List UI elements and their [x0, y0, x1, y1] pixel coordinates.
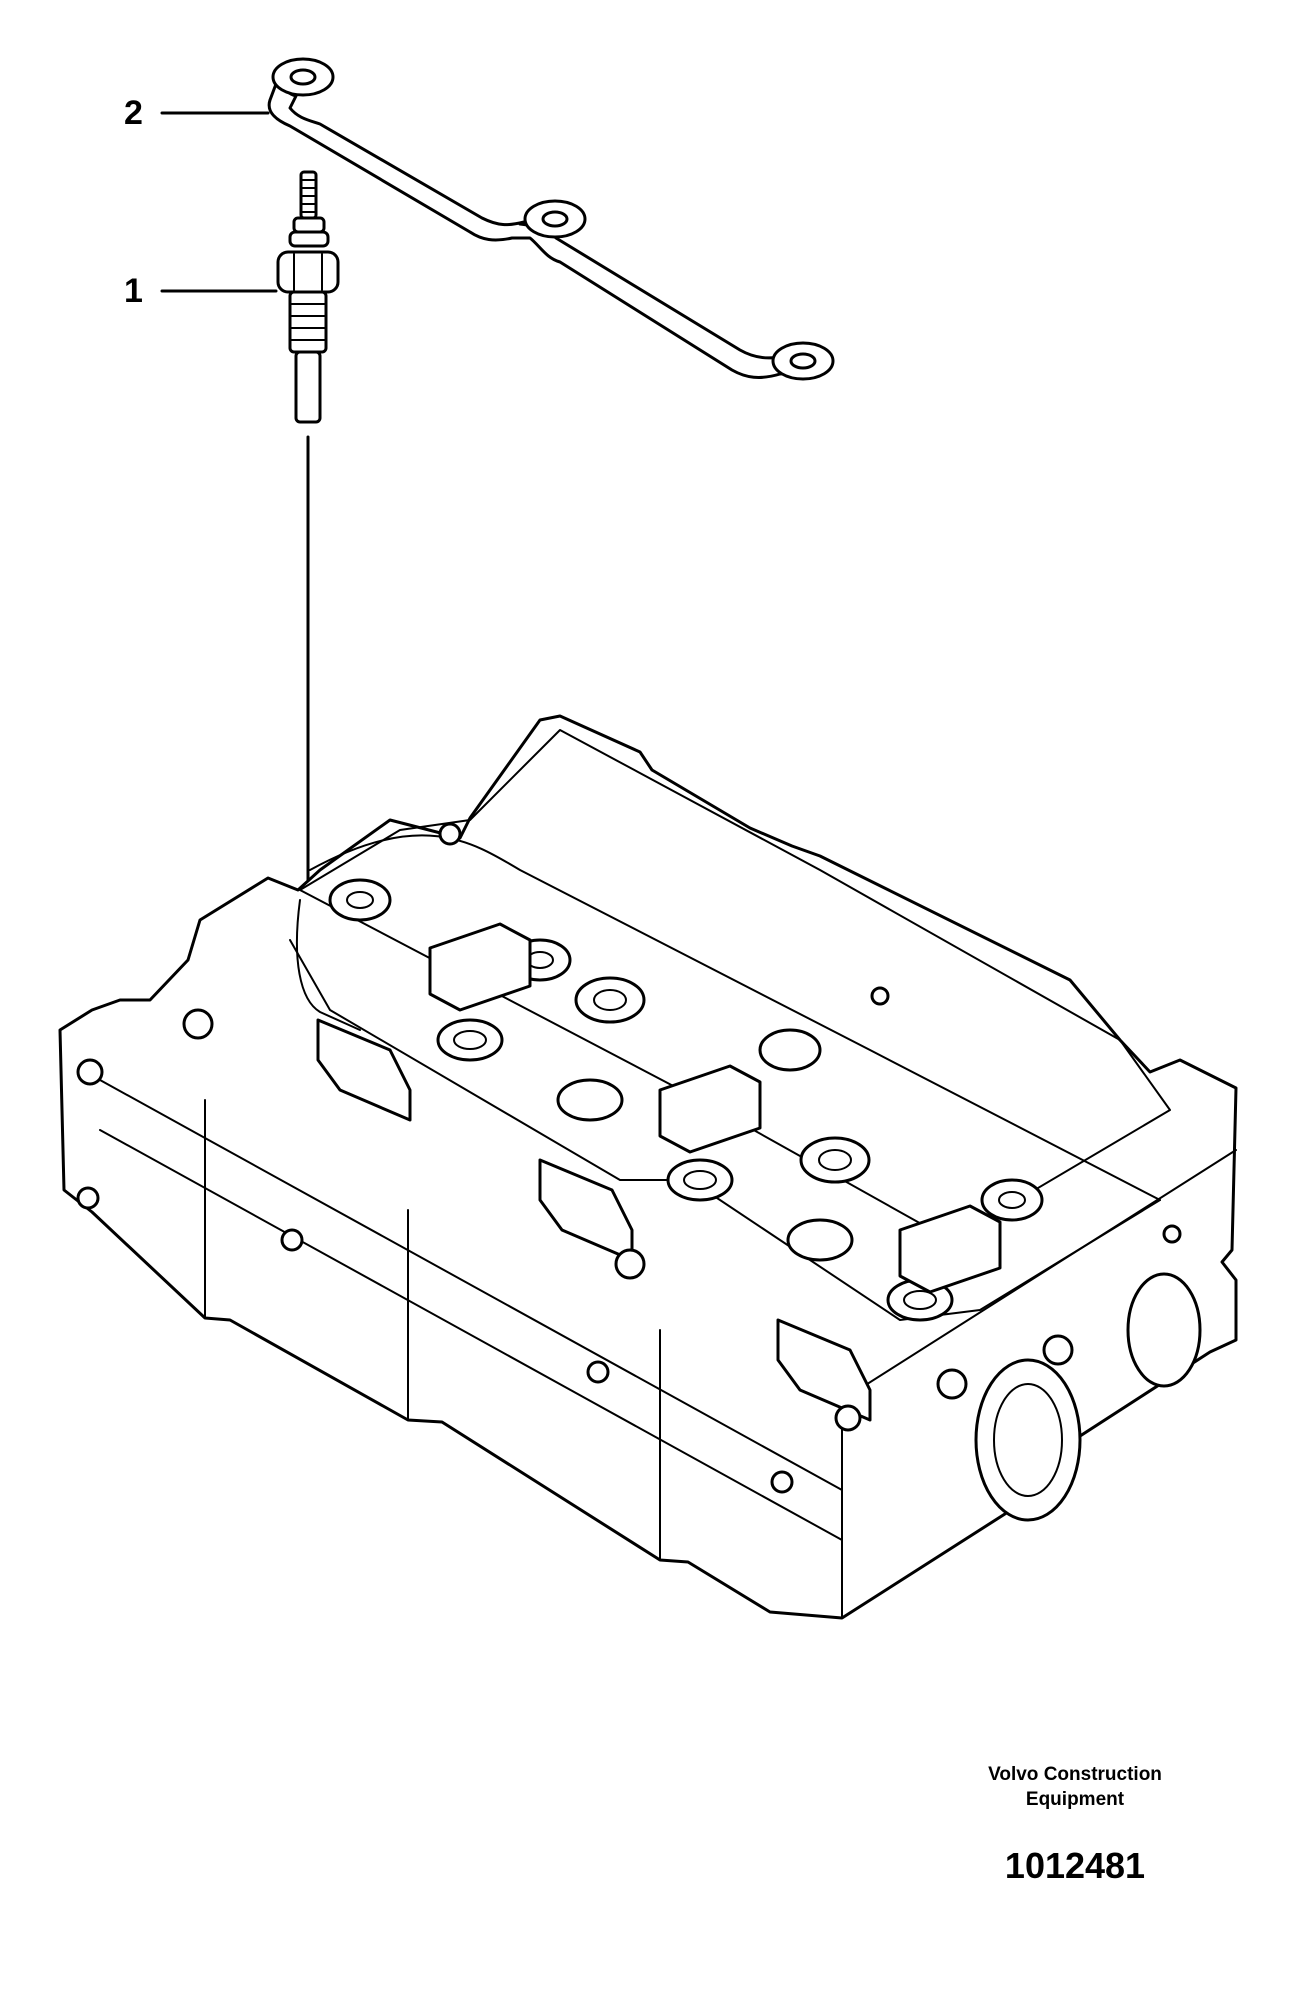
callout-1: 1 [124, 272, 278, 310]
drawing-number: 1012481 [1004, 1845, 1146, 1886]
cylinder-head-drawing [58, 714, 1238, 1620]
callout-2-number: 2 [124, 94, 143, 132]
manufacturer-label: Volvo Construction Equipment [930, 1762, 1220, 1812]
brand-line-2: Equipment [1025, 1789, 1125, 1810]
callout-2: 2 [124, 94, 270, 132]
wire-harness-drawing [267, 57, 835, 381]
brand-line-1: Volvo Construction [988, 1764, 1162, 1785]
callout-1-number: 1 [124, 272, 143, 310]
